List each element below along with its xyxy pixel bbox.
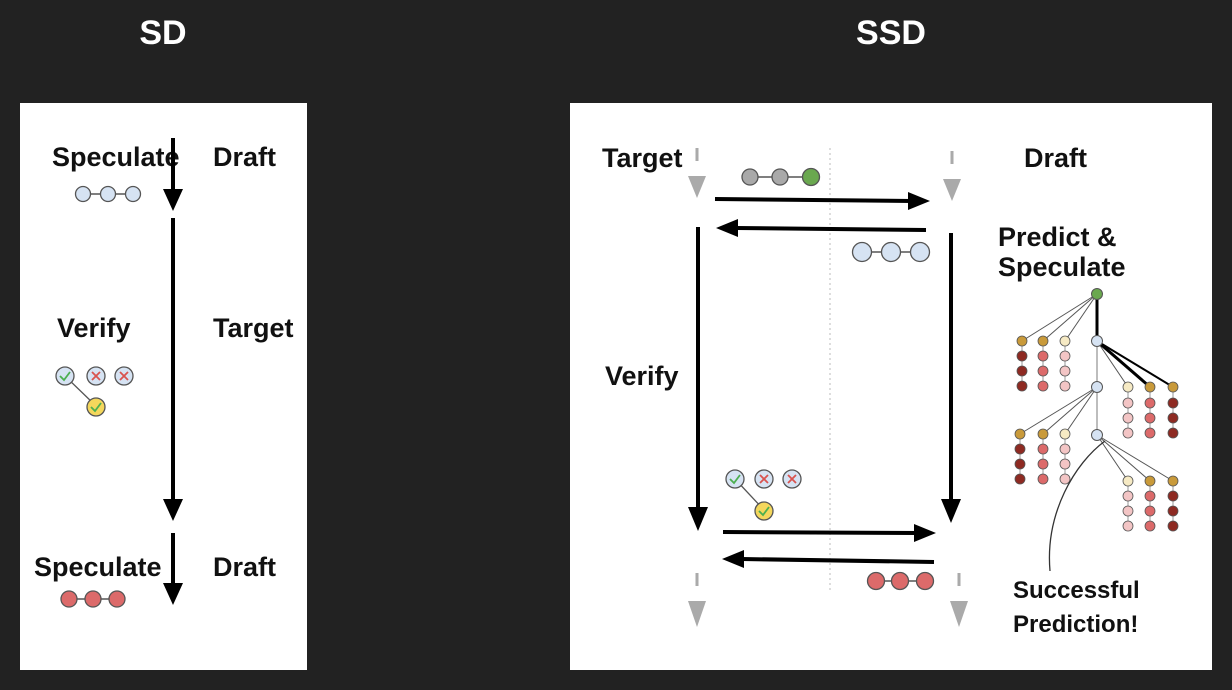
- sd-panel: Speculate Draft Verify Target Speculate …: [20, 103, 307, 670]
- check-icon: [725, 469, 745, 489]
- sd-speculate-top-label: Speculate: [52, 142, 180, 172]
- ssd-arrow-to-target-top: [716, 219, 927, 237]
- sd-token-chain-blue: [74, 185, 142, 203]
- ssd-speculation-tree: [1014, 288, 1179, 532]
- ssd-gray-arrow-target-bottom: [688, 573, 706, 627]
- sd-diagram: Speculate Draft Verify Target Speculate …: [34, 138, 294, 608]
- sd-arrow-draft-bottom: [163, 533, 183, 605]
- ssd-verify-label: Verify: [605, 361, 679, 391]
- check-icon: [86, 397, 106, 417]
- ssd-success-line1: Successful: [1013, 577, 1140, 604]
- ssd-verify-tokens: [725, 469, 802, 521]
- ssd-gray-arrow-draft-bottom: [950, 573, 968, 627]
- ssd-gray-arrow-target-top: [688, 148, 706, 198]
- check-icon: [754, 501, 774, 521]
- sd-speculate-bottom-label: Speculate: [34, 552, 162, 582]
- sd-verify-label: Verify: [57, 313, 131, 343]
- ssd-predict-line1: Predict &: [998, 222, 1117, 252]
- sd-draft-bottom-label: Draft: [213, 552, 276, 582]
- ssd-arrow-to-draft-bottom: [722, 524, 936, 542]
- ssd-token-chain-blue: [851, 241, 931, 263]
- sd-target-label: Target: [213, 313, 294, 343]
- ssd-diagram: Target Draft Predict & Speculate Verify …: [602, 143, 1179, 638]
- heading-ssd: SSD: [856, 14, 926, 52]
- heading-sd: SD: [139, 14, 187, 52]
- ssd-arrow-target-verify: [688, 227, 708, 531]
- ssd-arrow-draft-predict: [941, 233, 961, 523]
- ssd-token-chain-red: [866, 571, 935, 591]
- ssd-arrow-to-target-bottom: [722, 550, 935, 568]
- sd-token-chain-red: [60, 590, 126, 608]
- ssd-token-chain-gray-green: [741, 167, 821, 187]
- ssd-gray-arrow-draft-top: [943, 151, 961, 201]
- ssd-target-label: Target: [602, 143, 683, 173]
- ssd-success-line2: Prediction!: [1013, 611, 1138, 638]
- sd-draft-top-label: Draft: [213, 142, 276, 172]
- ssd-draft-label: Draft: [1024, 143, 1087, 173]
- success-pointer-line: [1048, 440, 1106, 572]
- ssd-arrow-to-draft-top: [714, 192, 930, 210]
- ssd-panel: Target Draft Predict & Speculate Verify …: [570, 103, 1212, 670]
- sd-arrow-target: [163, 218, 183, 521]
- sd-arrow-draft-top: [163, 138, 183, 211]
- check-icon: [55, 366, 75, 386]
- ssd-predict-line2: Speculate: [998, 252, 1126, 282]
- sd-verify-tokens: [55, 366, 134, 417]
